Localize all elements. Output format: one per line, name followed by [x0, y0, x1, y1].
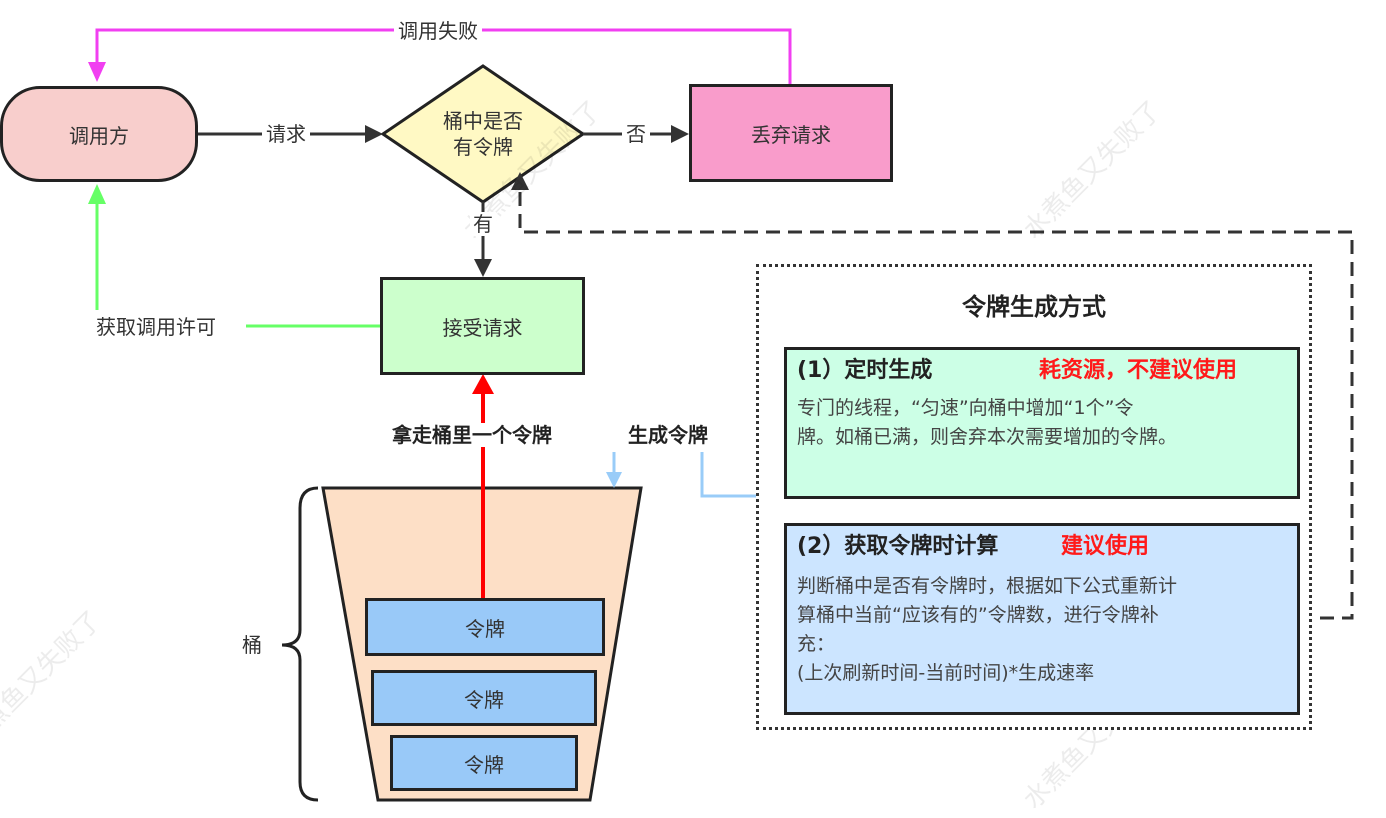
method-timed-title: (1）定时生成	[797, 358, 933, 383]
method-on-demand-description: 判断桶中是否有令牌时，根据如下公式重新计 算桶中当前“应该有的”令牌数，进行令牌…	[797, 572, 1287, 688]
description-line: 充：	[797, 633, 836, 655]
token-label: 令牌	[465, 616, 505, 641]
token-label: 令牌	[464, 752, 504, 777]
description-line: (上次刷新时间-当前时间)*生成速率	[797, 662, 1095, 684]
description-line: 算桶中当前“应该有的”令牌数，进行令牌补	[797, 604, 1159, 626]
generate-token-connector	[700, 452, 756, 498]
decision-label: 桶中是否 有令牌	[403, 108, 563, 160]
take-token-label: 拿走桶里一个令牌	[388, 423, 556, 447]
description-line: 专门的线程，“匀速”向桶中增加“1个”令	[797, 397, 1134, 419]
accept-label: 接受请求	[442, 315, 523, 340]
no-arrowhead	[671, 125, 689, 143]
token-block: 令牌	[371, 670, 597, 726]
yes-label: 有	[470, 212, 496, 236]
bucket-label: 桶	[242, 633, 262, 657]
method-on-demand-card: (2）获取令牌时计算 建议使用 判断桶中是否有令牌时，根据如下公式重新计 算桶中…	[784, 523, 1300, 715]
refill-check-arrowhead	[511, 172, 529, 190]
permission-arrowhead	[88, 184, 106, 204]
method-timed-description: 专门的线程，“匀速”向桶中增加“1个”令 牌。如桶已满，则舍弃本次需要增加的令牌…	[797, 394, 1287, 452]
token-block: 令牌	[390, 735, 578, 791]
method-on-demand-title: (2）获取令牌时计算	[797, 534, 999, 559]
decision-label-line1: 桶中是否	[443, 109, 523, 133]
no-label: 否	[622, 122, 650, 146]
description-line: 牌。如桶已满，则舍弃本次需要增加的令牌。	[797, 426, 1178, 448]
generate-token-arrowhead	[606, 472, 622, 488]
call-failed-label: 调用失败	[394, 19, 482, 43]
method-timed-header: (1）定时生成 耗资源，不建议使用	[797, 356, 1287, 386]
panel-title: 令牌生成方式	[962, 293, 1106, 321]
bucket-brace	[281, 486, 319, 802]
method-timed-tag: 耗资源，不建议使用	[1039, 358, 1238, 383]
token-block: 令牌	[365, 598, 605, 656]
call-failed-arrowhead	[88, 62, 106, 82]
description-line: 判断桶中是否有令牌时，根据如下公式重新计	[797, 575, 1178, 597]
method-timed-card: (1）定时生成 耗资源，不建议使用 专门的线程，“匀速”向桶中增加“1个”令 牌…	[784, 347, 1300, 499]
method-on-demand-tag: 建议使用	[1061, 534, 1150, 559]
discard-label: 丢弃请求	[751, 122, 831, 147]
take-token-arrowhead	[472, 374, 494, 394]
permission-label: 获取调用许可	[92, 315, 220, 339]
token-generation-panel: 令牌生成方式 (1）定时生成 耗资源，不建议使用 专门的线程，“匀速”向桶中增加…	[756, 264, 1312, 730]
request-arrowhead	[365, 125, 383, 143]
discard-node: 丢弃请求	[689, 84, 893, 182]
token-label: 令牌	[464, 687, 504, 712]
yes-arrowhead	[474, 259, 492, 277]
generate-token-label: 生成令牌	[624, 423, 712, 447]
refill-check-connector	[518, 184, 1354, 620]
caller-node: 调用方	[0, 86, 198, 182]
request-label: 请求	[262, 122, 310, 146]
decision-label-line2: 有令牌	[453, 135, 513, 159]
accept-node: 接受请求	[380, 277, 585, 375]
caller-label: 调用方	[69, 123, 129, 148]
method-on-demand-header: (2）获取令牌时计算 建议使用	[797, 532, 1287, 562]
